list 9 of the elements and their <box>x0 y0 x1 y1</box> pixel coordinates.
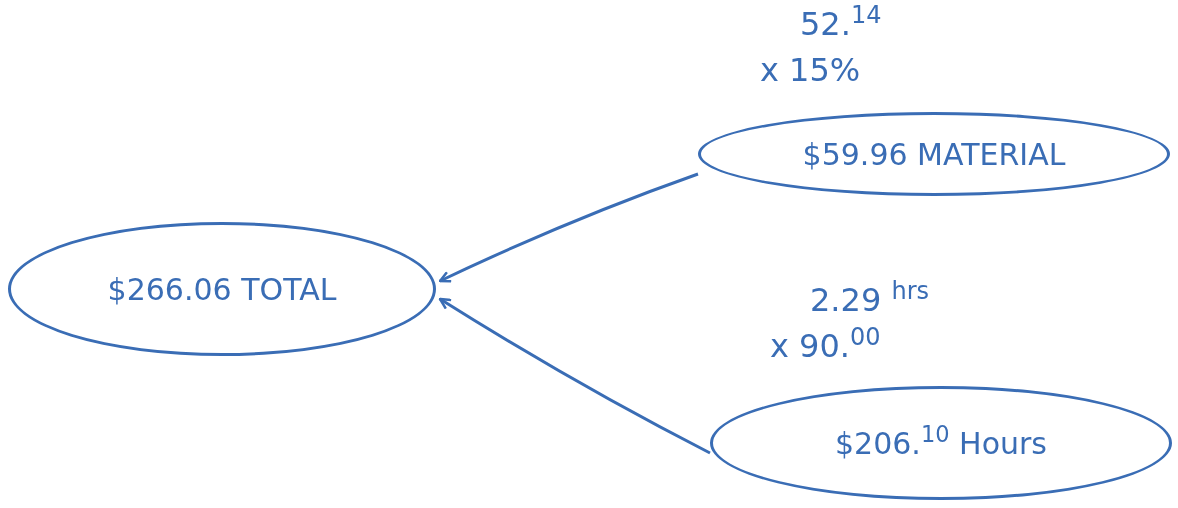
arrow <box>438 172 699 283</box>
ellipse-node <box>8 222 436 356</box>
ellipse-node <box>698 112 1170 196</box>
arrow <box>438 297 711 455</box>
amount-label: $206.$^{10}$ Hours <box>835 420 1047 463</box>
ellipse-node <box>710 386 1172 500</box>
amount-label: $266.06 TOTAL <box>107 270 337 309</box>
calculation-text: x 15% <box>760 54 861 86</box>
amount-label: $59.96 MATERIAL <box>802 135 1066 174</box>
